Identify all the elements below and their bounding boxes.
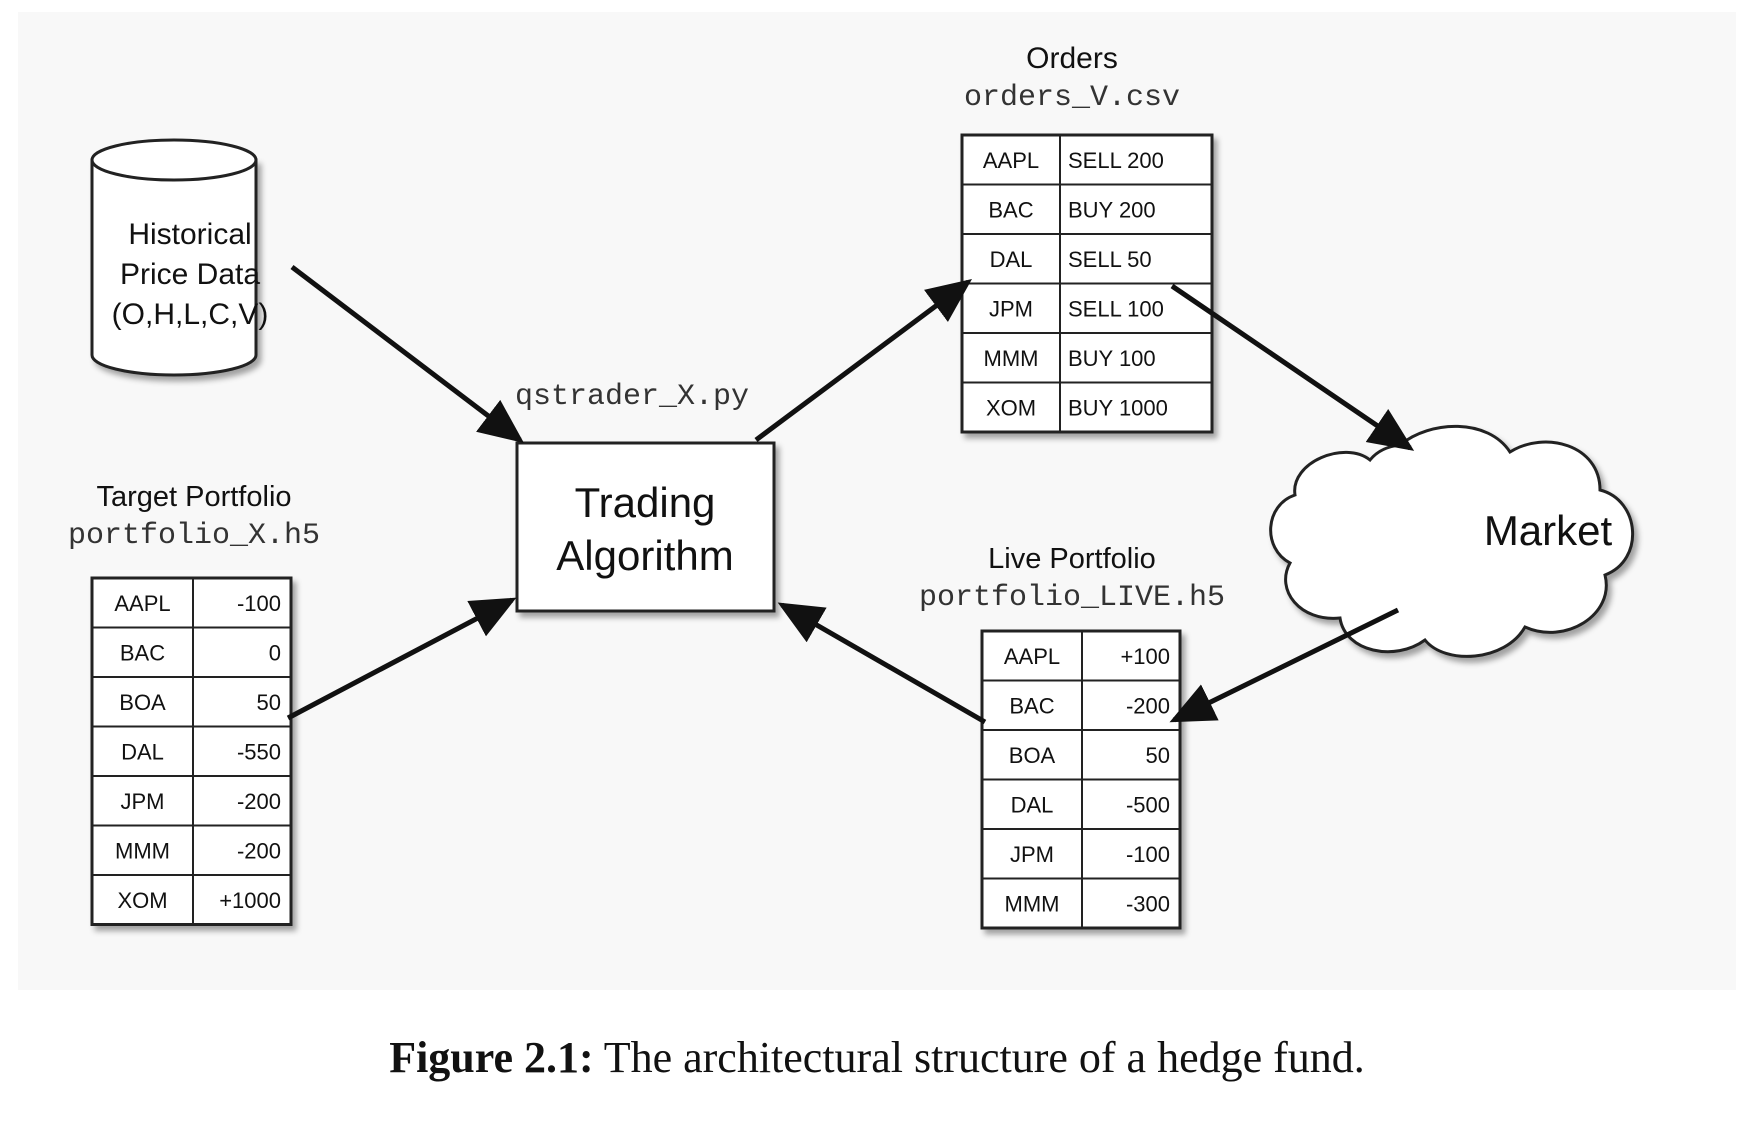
table-cell-symbol: MMM	[115, 838, 170, 863]
table-cell-symbol: BAC	[1009, 693, 1054, 718]
database-label-line2: Price Data	[120, 258, 260, 291]
database-label-line3: (O,H,L,C,V)	[112, 298, 269, 331]
arrow-target-to-algorithm	[286, 597, 517, 721]
database-label-line1: Historical	[128, 218, 251, 251]
table-cell-symbol: MMM	[984, 346, 1039, 371]
table-cell-value: SELL 100	[1068, 296, 1164, 321]
table-cell-value: BUY 200	[1068, 197, 1156, 222]
hedge-fund-diagram: Historical Price Data (O,H,L,C,V) qstrad…	[68, 42, 1635, 930]
table-cell-symbol: DAL	[1011, 792, 1054, 817]
caption-label: Figure 2.1:	[389, 1033, 594, 1082]
trading-algorithm-node: qstrader_X.py Trading Algorithm	[515, 380, 776, 613]
table-cell-value: 50	[1146, 743, 1170, 768]
table-cell-symbol: DAL	[121, 739, 164, 764]
table-cell-value: 0	[269, 640, 281, 665]
target-portfolio-table: Target Portfolio portfolio_X.h5 AAPL -100…	[68, 481, 320, 926]
table-cell-value: -300	[1126, 891, 1170, 916]
table-cell-value: -200	[237, 838, 281, 863]
target_portfolio-frame	[90, 576, 293, 926]
algorithm-filename: qstrader_X.py	[515, 380, 749, 414]
table-cell-symbol: BOA	[119, 690, 166, 715]
algorithm-label-line1: Trading	[575, 479, 716, 526]
table-cell-symbol: BAC	[988, 197, 1033, 222]
table-cell-value: +1000	[219, 888, 281, 913]
arrow-market-to-live	[1169, 607, 1400, 723]
table-cell-symbol: BOA	[1009, 743, 1056, 768]
arrow-live-to-algorithm	[777, 602, 987, 725]
table-cell-value: SELL 50	[1068, 247, 1152, 272]
target-portfolio-title: Target Portfolio	[96, 481, 291, 513]
table-cell-symbol: DAL	[990, 247, 1033, 272]
table-cell-value: -500	[1126, 792, 1170, 817]
table-cell-value: -200	[237, 789, 281, 814]
table-cell-value: 50	[257, 690, 281, 715]
table-cell-value: +100	[1120, 644, 1170, 669]
arrow-orders-to-market	[1170, 283, 1415, 451]
market-cloud: Market	[1269, 424, 1635, 658]
live-portfolio-title: Live Portfolio	[988, 543, 1156, 575]
table-cell-symbol: XOM	[117, 888, 167, 913]
algorithm-label-line2: Algorithm	[556, 532, 733, 579]
table-cell-value: -200	[1126, 693, 1170, 718]
caption-text: The architectural structure of a hedge f…	[603, 1033, 1365, 1082]
table-cell-value: -550	[237, 739, 281, 764]
table-cell-symbol: AAPL	[983, 148, 1039, 173]
arrow-algorithm-to-orders	[754, 279, 973, 443]
orders-filename: orders_V.csv	[964, 81, 1180, 115]
orders-title: Orders	[1026, 42, 1118, 75]
target-portfolio-filename: portfolio_X.h5	[68, 519, 320, 553]
table-cell-symbol: MMM	[1005, 891, 1060, 916]
market-label: Market	[1484, 507, 1613, 554]
table-cell-value: -100	[1126, 842, 1170, 867]
table-cell-symbol: AAPL	[114, 591, 170, 616]
live-portfolio-filename: portfolio_LIVE.h5	[919, 581, 1225, 615]
table-cell-symbol: BAC	[120, 640, 165, 665]
table-cell-value: BUY 100	[1068, 346, 1156, 371]
live-portfolio-table: Live Portfolio portfolio_LIVE.h5 AAPL +10…	[919, 543, 1225, 930]
table-cell-value: -100	[237, 591, 281, 616]
figure-caption: Figure 2.1:The architectural structure o…	[0, 1032, 1754, 1083]
table-cell-symbol: AAPL	[1004, 644, 1060, 669]
historical-data-database: Historical Price Data (O,H,L,C,V)	[90, 138, 269, 377]
table-cell-symbol: JPM	[121, 789, 165, 814]
flow-arrows	[286, 265, 1415, 725]
table-cell-value: SELL 200	[1068, 148, 1164, 173]
arrow-database-to-algorithm	[290, 265, 524, 444]
table-cell-symbol: JPM	[1010, 842, 1054, 867]
table-cell-symbol: JPM	[989, 296, 1033, 321]
table-cell-symbol: XOM	[986, 395, 1036, 420]
table-cell-value: BUY 1000	[1068, 395, 1168, 420]
